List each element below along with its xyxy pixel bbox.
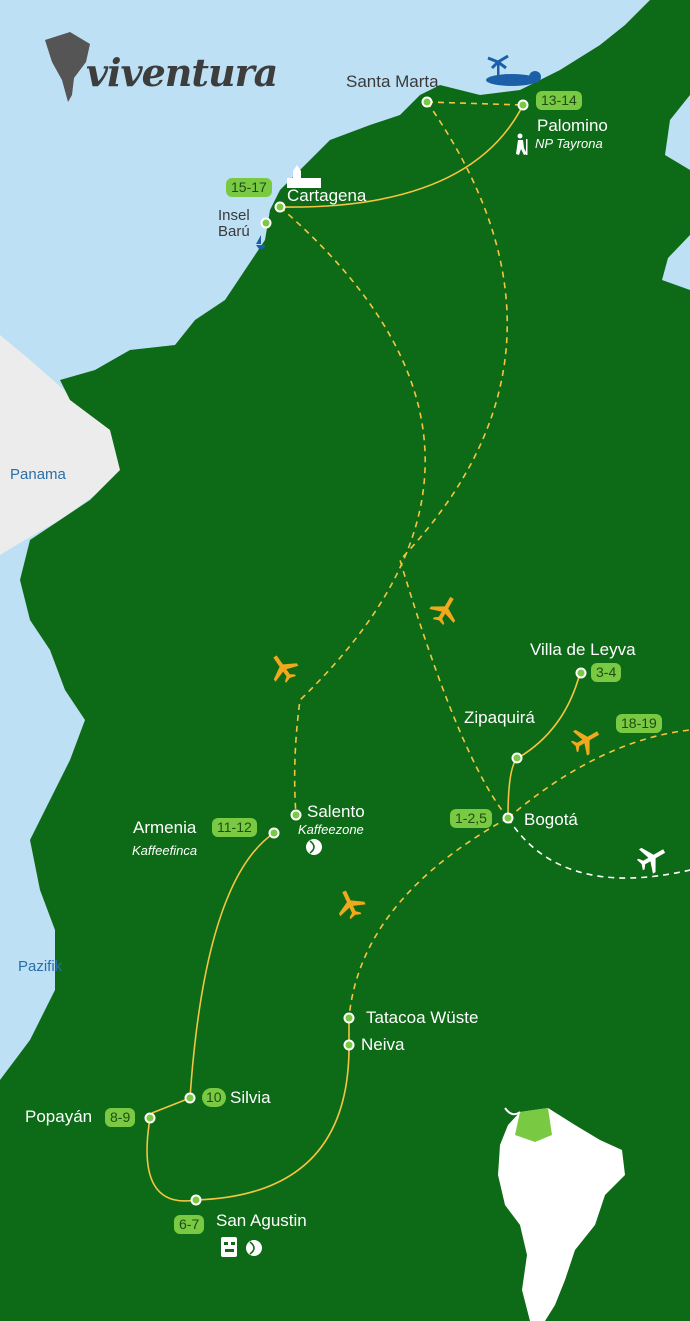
city-label-popayan: Popayán [25, 1107, 93, 1126]
day-badge-bogota: 1-2,5 [450, 809, 492, 828]
city-note-armenia: Kaffeefinca [132, 843, 198, 858]
day-badge-armenia: 11-12 [212, 818, 257, 837]
day-badge-popayan: 8-9 [105, 1108, 136, 1127]
route-cartagena-palomino [279, 104, 524, 208]
plane-icon [570, 729, 600, 756]
route-bogota-outbound [507, 729, 690, 819]
stop-marker-san-agustin[interactable] [190, 1194, 202, 1206]
route-bogota-zipaquira-villa [507, 672, 581, 819]
stone-statue-icon [221, 1237, 237, 1257]
city-label-baru-line2: Barú [218, 223, 250, 240]
city-label-silvia: Silvia [230, 1088, 271, 1107]
route-santamarta-bogota [399, 101, 509, 819]
stop-marker-bogota[interactable] [502, 812, 514, 824]
route-international-flight [507, 817, 690, 879]
route-salento-armenia-silvia [189, 832, 275, 1099]
day-badge-silvia: 10 [202, 1088, 226, 1107]
route-santamarta-palomino [426, 101, 524, 106]
international-plane-icon [636, 847, 666, 874]
city-label-zipaquira: Zipaquirá [464, 708, 535, 727]
pacific-label: Pazifik [18, 958, 63, 975]
coffee-bean-icon [246, 1240, 262, 1256]
city-label-armenia: Armenia [133, 818, 197, 837]
day-badge-cartagena: 15-17 [226, 178, 272, 197]
logo-continent-icon [45, 32, 90, 102]
stop-marker-villa-de-leyva[interactable] [575, 667, 587, 679]
route-silvia-popayan [151, 1097, 191, 1114]
south-america-inset [498, 1108, 625, 1321]
stop-marker-zipaquira[interactable] [511, 752, 523, 764]
route-bogota-tatacoa [348, 817, 509, 1019]
stop-marker-baru[interactable] [260, 217, 272, 229]
stop-marker-neiva[interactable] [343, 1039, 355, 1051]
coffee-bean-icon [306, 839, 322, 855]
church-icon [287, 165, 321, 188]
plane-icon [429, 596, 456, 626]
route-cartagena-salento [279, 206, 426, 816]
day-badge-flight: 18-19 [616, 714, 662, 733]
city-label-salento: Salento [307, 802, 365, 821]
inset-colombia-highlight [515, 1108, 552, 1142]
city-note-salento: Kaffeezone [298, 822, 364, 837]
stop-marker-santa-marta[interactable] [421, 96, 433, 108]
stop-marker-palomino[interactable] [517, 99, 529, 111]
stop-marker-popayan[interactable] [144, 1112, 156, 1124]
city-label-baru-line1: Insel [218, 207, 250, 224]
stop-marker-salento[interactable] [290, 809, 302, 821]
route-popayan-sanagustin [146, 1117, 197, 1202]
city-label-tatacoa: Tatacoa Wüste [366, 1008, 479, 1027]
stop-marker-armenia[interactable] [268, 827, 280, 839]
panama-land [0, 335, 130, 555]
lake-1 [665, 95, 690, 170]
day-badge-san-agustin: 6-7 [174, 1215, 205, 1234]
lake-2 [662, 235, 690, 290]
inset-panama [504, 1107, 521, 1116]
stop-marker-silvia[interactable] [184, 1092, 196, 1104]
beach-island-icon [486, 54, 541, 86]
city-label-palomino: Palomino [537, 116, 608, 135]
city-label-neiva: Neiva [361, 1035, 405, 1054]
panama-label: Panama [10, 466, 66, 483]
plane-icon [339, 890, 366, 920]
city-label-cartagena: Cartagena [287, 186, 367, 205]
plane-icon [273, 655, 299, 683]
day-badge-palomino: 13-14 [536, 91, 582, 110]
city-label-bogota: Bogotá [524, 810, 578, 829]
city-label-san-agustin: San Agustin [216, 1211, 307, 1230]
sailboat-icon [256, 235, 266, 249]
city-label-santa-marta: Santa Marta [346, 72, 439, 91]
city-note-palomino: NP Tayrona [535, 136, 603, 151]
route-sanagustin-neiva [195, 1044, 350, 1201]
hiking-icon [516, 133, 528, 155]
viventura-logo: viventura [86, 50, 278, 95]
city-label-villa-de-leyva: Villa de Leyva [530, 640, 636, 659]
stop-marker-tatacoa[interactable] [343, 1012, 355, 1024]
day-badge-villa-de-leyva: 3-4 [591, 663, 622, 682]
stop-marker-cartagena[interactable] [274, 201, 286, 213]
